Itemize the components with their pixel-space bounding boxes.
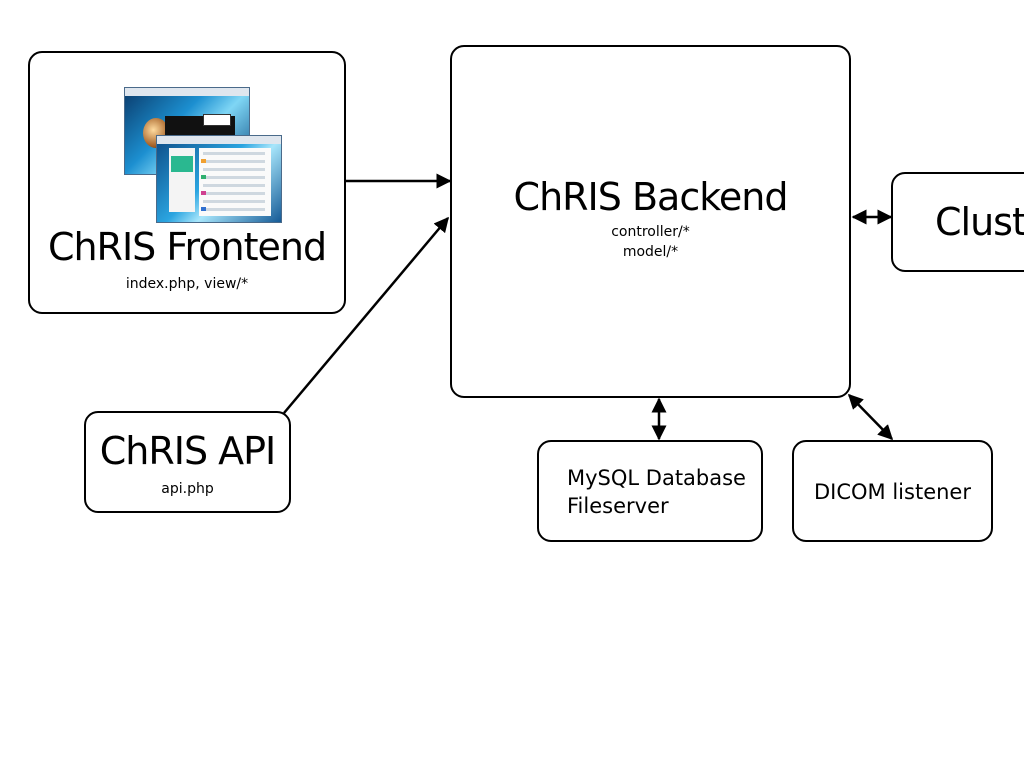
mysql-fileserver-box: MySQL Database Fileserver	[537, 440, 763, 542]
backend-title: ChRIS Backend	[513, 175, 789, 219]
frontend-subtitle: index.php, view/*	[125, 276, 249, 292]
dicom-listener-box: DICOM listener	[792, 440, 993, 542]
api-title: ChRIS API	[99, 429, 277, 473]
chris-api-box: ChRIS API api.php	[84, 411, 291, 513]
frontend-app-screenshot	[156, 135, 282, 223]
api-to-backend-arrow	[283, 216, 449, 414]
mysql-database-label: MySQL Database	[567, 466, 746, 490]
dicom-title: DICOM listener	[814, 480, 971, 504]
cluster-title: Clust	[935, 200, 1024, 244]
backend-dicom-arrow	[847, 393, 894, 441]
fileserver-label: Fileserver	[567, 494, 669, 518]
cluster-box: Clust	[891, 172, 1024, 272]
backend-model-label: model/*	[622, 244, 679, 260]
backend-controller-label: controller/*	[611, 224, 690, 240]
api-subtitle: api.php	[161, 481, 214, 497]
chris-frontend-box: ChRIS Frontend index.php, view/*	[28, 51, 346, 314]
frontend-title: ChRIS Frontend	[47, 225, 327, 269]
chris-backend-box: ChRIS Backend controller/* model/*	[450, 45, 851, 398]
